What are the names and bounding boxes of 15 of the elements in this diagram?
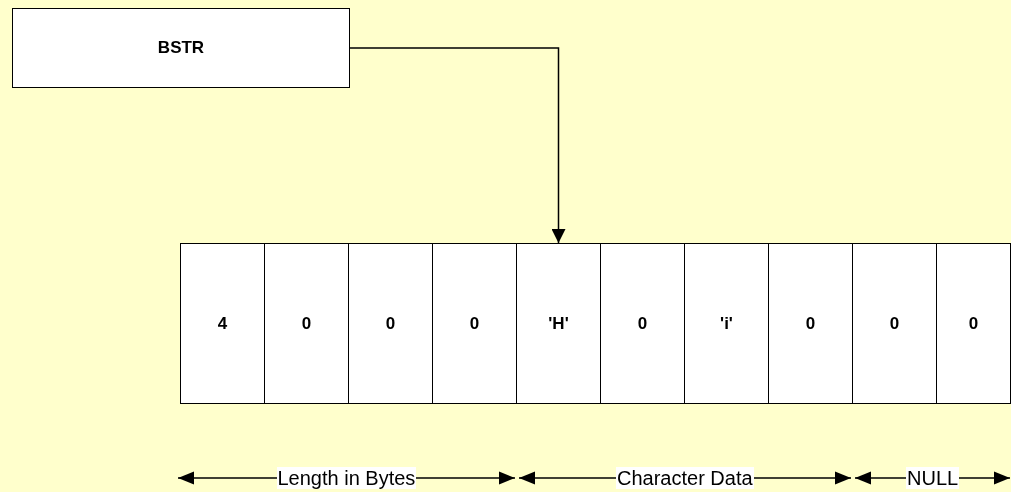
byte-cell: 'i' [684,243,769,404]
byte-cell: 0 [936,243,1011,404]
byte-cell: 0 [264,243,349,404]
byte-cell: 0 [348,243,433,404]
byte-cell: 0 [852,243,937,404]
dimension-label: NULL [906,467,960,489]
byte-cell: 'H' [516,243,601,404]
dimension-label: Length in Bytes [276,467,417,489]
byte-cell: 4 [180,243,265,404]
arrow [349,47,566,244]
dimension-label: Character Data [616,467,754,489]
byte-cell: 0 [768,243,853,404]
byte-cell: 0 [600,243,685,404]
byte-cell: 0 [432,243,517,404]
pointer-box: BSTR [12,8,350,88]
